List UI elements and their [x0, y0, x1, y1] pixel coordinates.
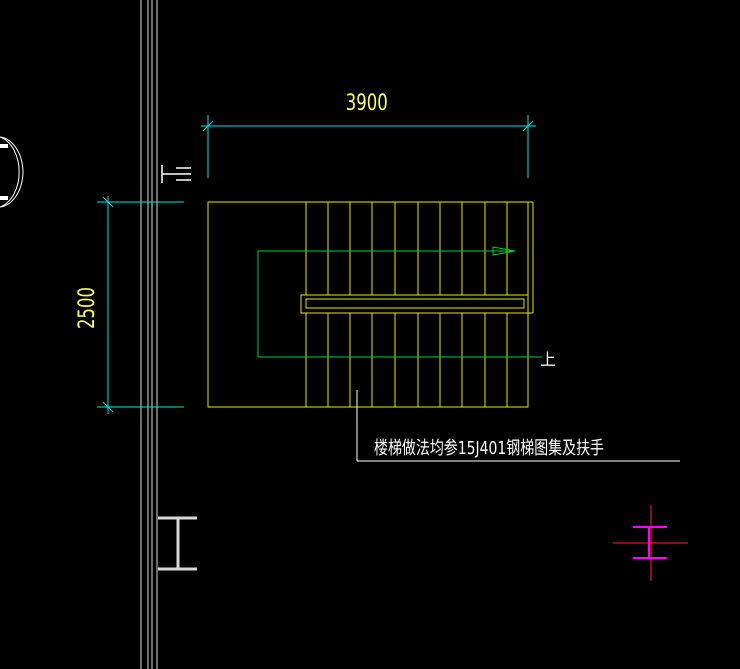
walk-line	[257, 246, 542, 358]
stair-note-text: 楼梯做法均参15J401钢梯图集及扶手	[374, 438, 604, 459]
width-dimension-label: 3900	[346, 90, 388, 116]
steel-column-symbol-large	[158, 516, 197, 571]
axis-bubble-partial	[0, 136, 24, 208]
stair-plan	[207, 201, 534, 408]
wall-lines	[140, 0, 158, 669]
up-marker-label: 上	[540, 350, 556, 369]
dimension-tick	[102, 196, 114, 208]
dimension-tick	[102, 401, 114, 413]
width-dimension	[201, 115, 536, 178]
handrail-outer	[300, 294, 529, 314]
arrow-head	[492, 246, 516, 256]
note-leader	[356, 390, 680, 462]
handrail-inner	[305, 298, 525, 309]
height-dimension	[97, 196, 184, 414]
steel-column-symbol-small	[161, 165, 191, 183]
dimension-tick	[522, 120, 534, 132]
height-dimension-label: 2500	[74, 287, 100, 329]
column-marker	[613, 505, 688, 581]
dimension-tick	[202, 120, 214, 132]
